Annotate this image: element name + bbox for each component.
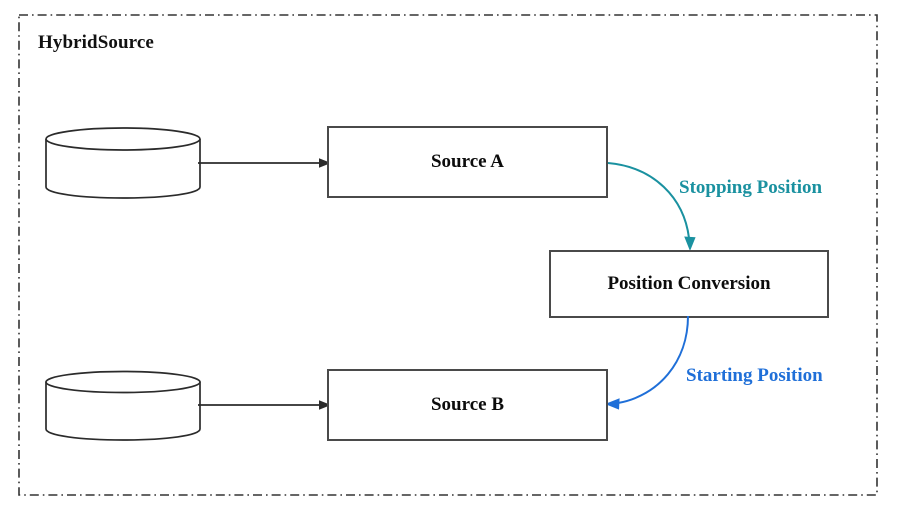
box-source-b-label: Source B — [430, 394, 504, 415]
box-position-conversion-label: Position Conversion — [607, 273, 771, 294]
curve-shape — [607, 162, 696, 251]
box-source-b[interactable]: Source B — [327, 369, 608, 441]
arrow-shape — [198, 400, 331, 410]
arrow-shape — [198, 158, 331, 168]
datastore-cylinder-b — [44, 370, 202, 442]
arrow-datastore-a-to-source-a — [198, 150, 332, 176]
curve-shape — [605, 315, 689, 410]
arrow-datastore-b-to-source-b — [198, 392, 332, 418]
cylinder-shape — [45, 370, 201, 441]
datastore-cylinder-a — [44, 126, 202, 200]
box-source-a-label: Source A — [430, 151, 504, 172]
cylinder-shape — [45, 127, 201, 199]
label-stopping-position: Stopping Position — [679, 177, 823, 198]
container-title: HybridSource — [38, 32, 154, 53]
box-source-a[interactable]: Source A — [327, 126, 608, 198]
curve-arrow-stopping-position — [596, 150, 716, 260]
box-position-conversion[interactable]: Position Conversion — [549, 250, 829, 318]
curve-arrow-starting-position — [596, 310, 716, 418]
label-starting-position: Starting Position — [686, 365, 823, 386]
